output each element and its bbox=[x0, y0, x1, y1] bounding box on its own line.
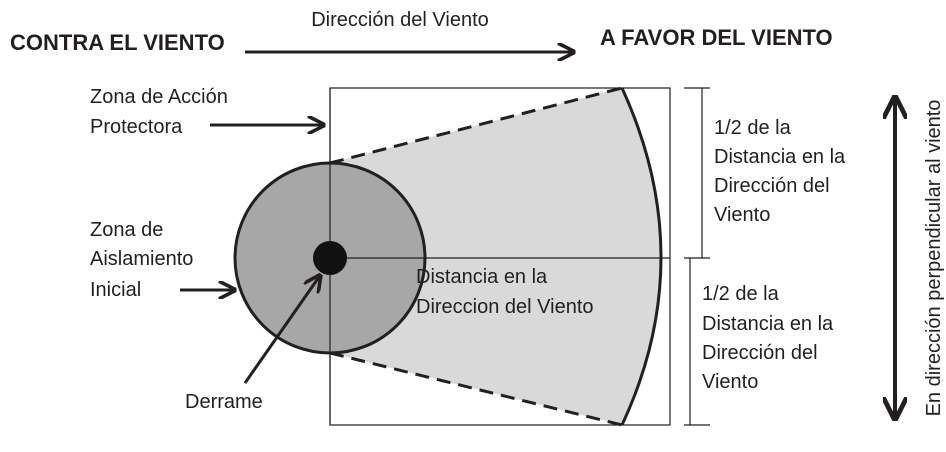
half-distance-label-bottom: 1/2 de la Distancia en la Dirección del … bbox=[702, 283, 839, 393]
isolation-zone-label: Zona de Aislamiento Inicial bbox=[90, 219, 199, 301]
spill-label: Derrame bbox=[185, 391, 263, 413]
protective-zone-edge-bottom bbox=[329, 351, 623, 427]
half-distance-label-top: 1/2 de la Distancia en la Dirección del … bbox=[714, 117, 851, 226]
spill-dot bbox=[313, 241, 347, 275]
half-distance-bracket-bottom bbox=[684, 258, 710, 426]
protective-zone-label: Zona de Acción Protectora bbox=[90, 86, 233, 138]
downwind-distance-label: Distancia en la Direccion del Viento bbox=[416, 266, 594, 318]
protective-zone-arc bbox=[620, 87, 663, 426]
spill-arrow bbox=[243, 277, 319, 384]
protective-action-zone bbox=[330, 88, 661, 425]
protective-zone-edge-top bbox=[329, 86, 623, 165]
wind-direction-label: Dirección del Viento bbox=[311, 9, 489, 31]
perpendicular-label: En dirección perpendicular al viento bbox=[923, 100, 945, 417]
downwind-label: A FAVOR DEL VIENTO bbox=[600, 25, 833, 50]
half-distance-bracket-top bbox=[684, 87, 710, 259]
upwind-label: CONTRA EL VIENTO bbox=[10, 30, 225, 55]
